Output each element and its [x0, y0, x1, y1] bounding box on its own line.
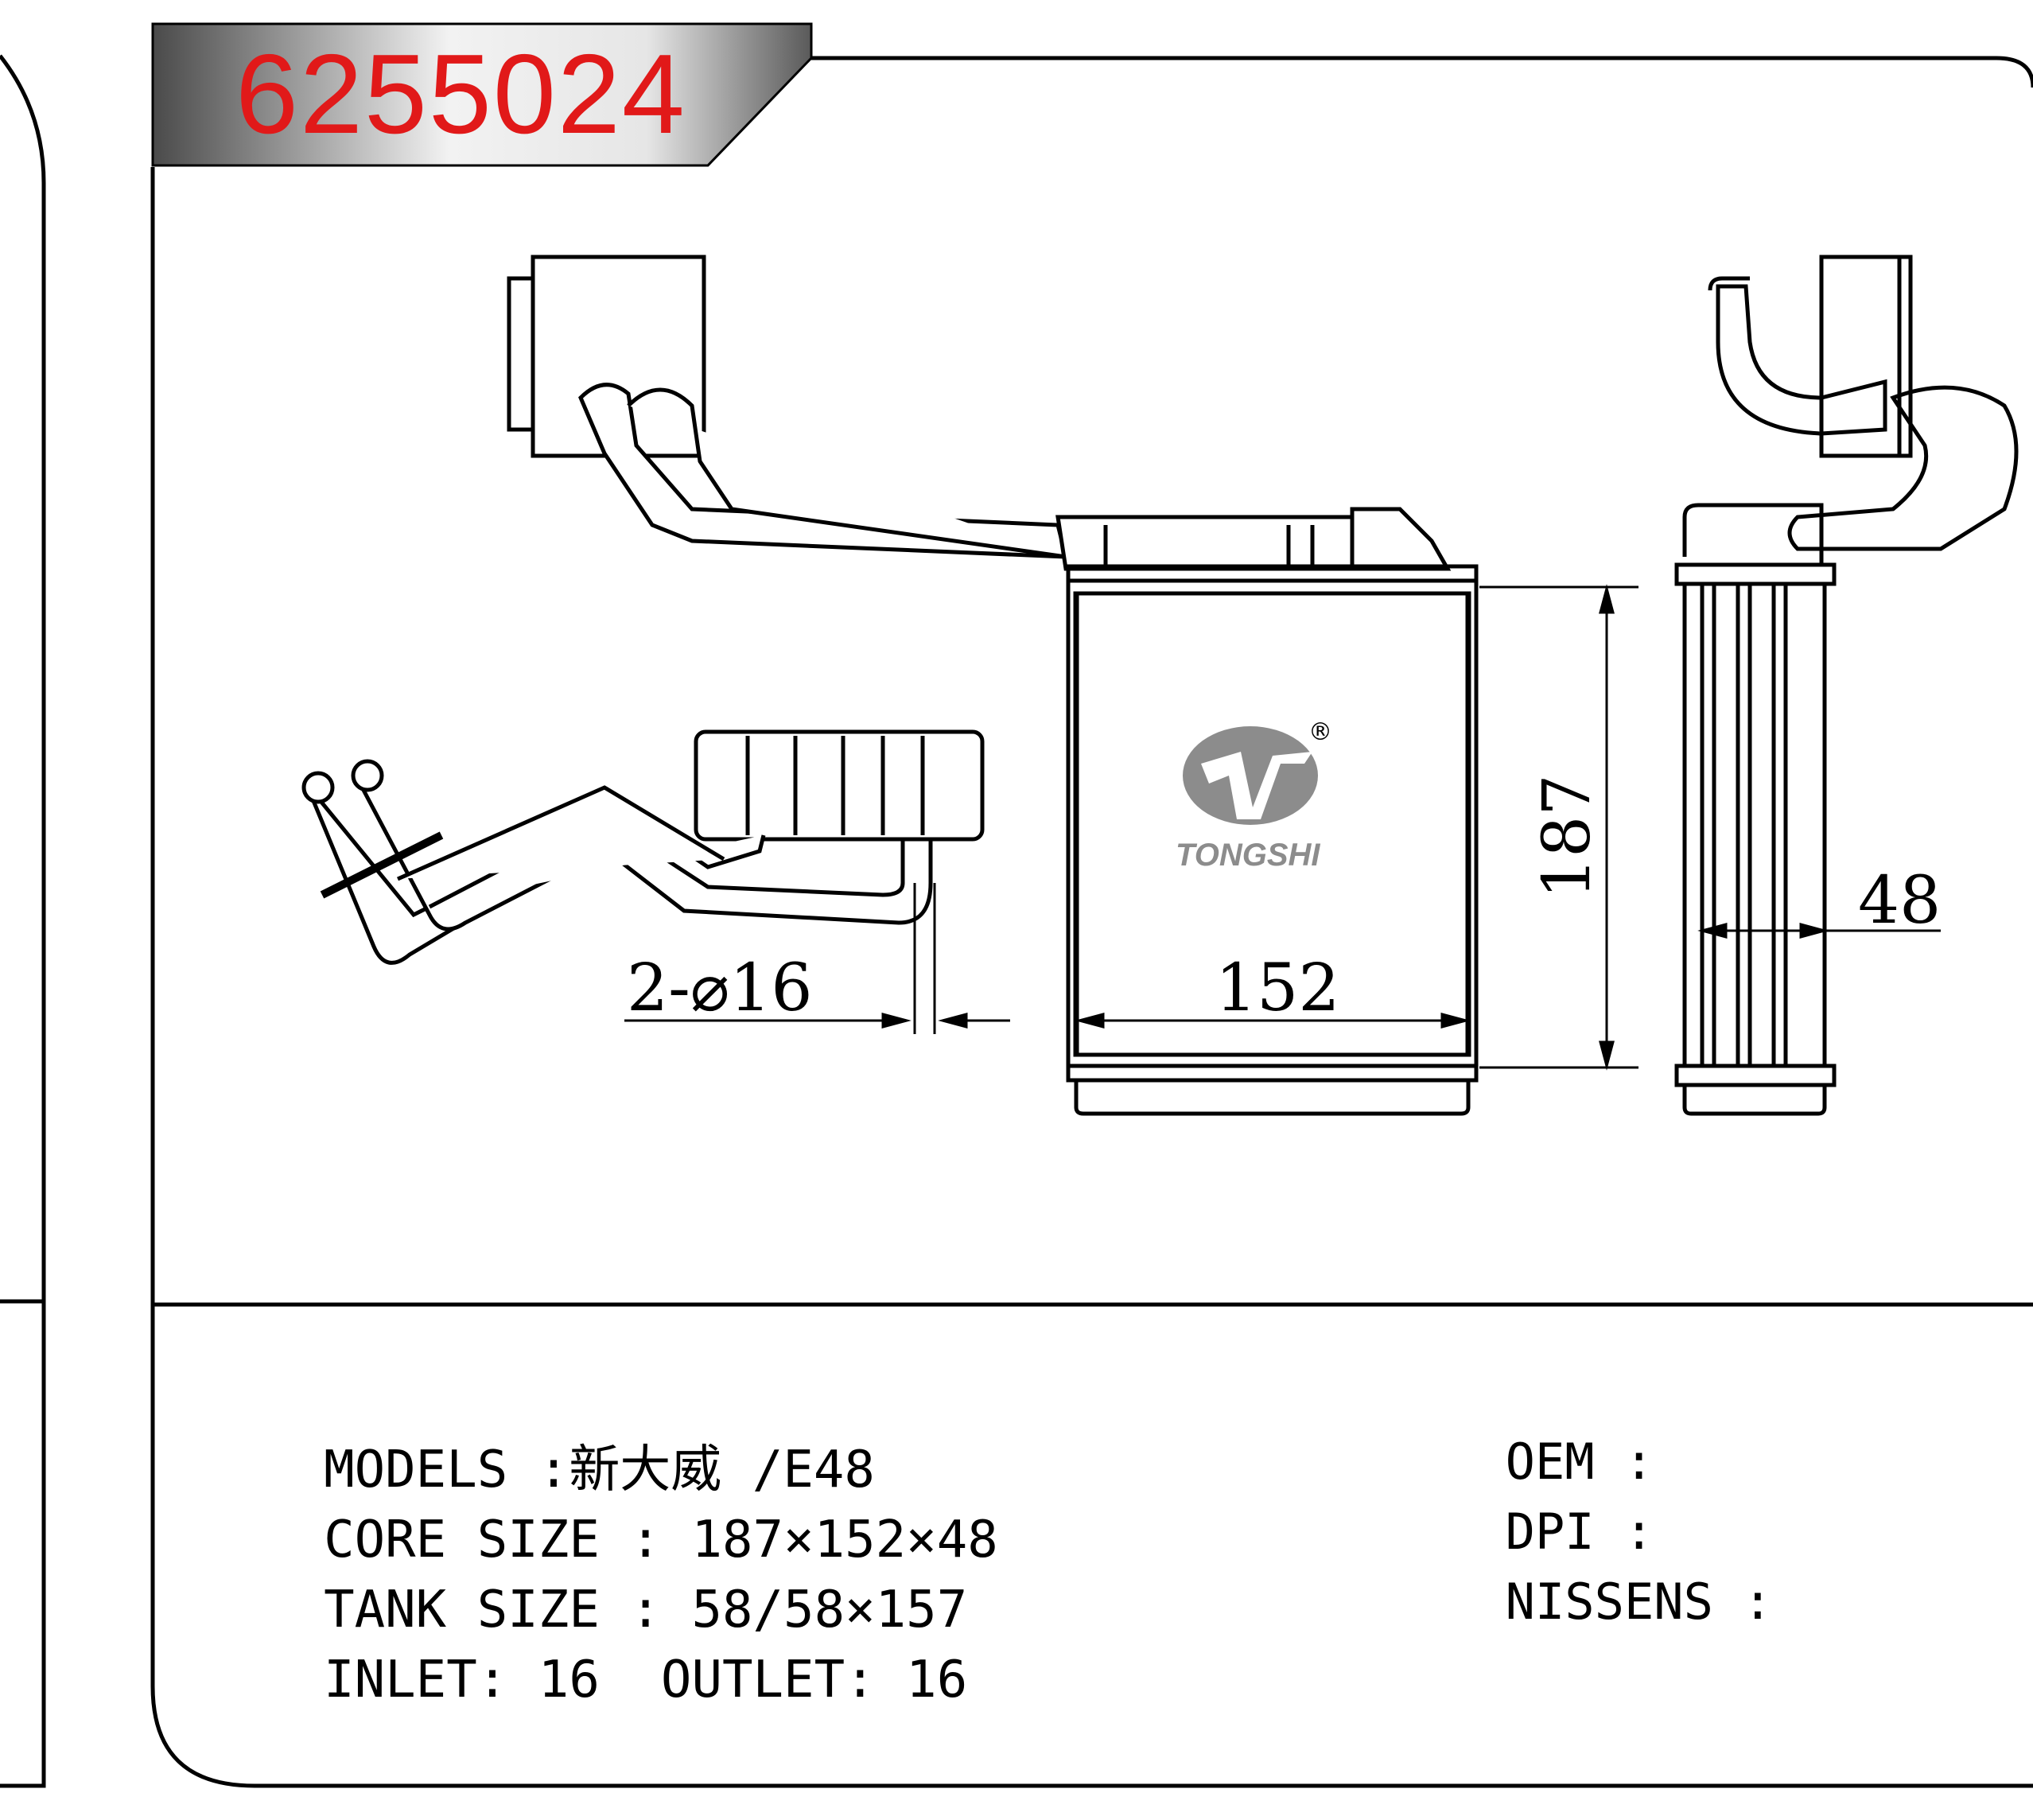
core-side-view — [1674, 255, 2019, 1116]
tank-size-value: 58/58×157 — [691, 1581, 968, 1639]
oem-label: OEM : — [1505, 1433, 1654, 1491]
dimension-lines — [624, 584, 1941, 1071]
title-tab — [151, 22, 813, 167]
dim-height-label: 187 — [1530, 774, 1605, 899]
brand-name: TONGSHI — [1176, 838, 1320, 873]
models-value: 新大威 /E48 — [569, 1441, 875, 1499]
dim-width-label: 152 — [1215, 951, 1340, 1026]
nissens-label: NISSENS : — [1505, 1573, 1773, 1631]
inlet-outlet-line: INLET: 16 OUTLET: 16 — [262, 1604, 967, 1705]
core-front-view — [1066, 564, 1479, 1116]
top-view-pipes — [507, 255, 1452, 571]
dpi-line: DPI : — [1446, 1458, 1654, 1557]
main-frame — [150, 56, 2033, 1788]
tank-size-line: TANK SIZE : 58/58×157 — [262, 1534, 967, 1635]
models-line: MODELS :新大威 /E48 — [262, 1394, 875, 1495]
inlet-label: INLET: — [324, 1651, 538, 1709]
dpi-label: DPI : — [1505, 1503, 1654, 1561]
oem-line: OEM : — [1446, 1388, 1654, 1487]
inlet-value: 16 — [538, 1651, 600, 1709]
tank-size-label: TANK SIZE : — [324, 1581, 692, 1639]
registered-mark: ® — [1308, 718, 1332, 746]
models-label: MODELS : — [324, 1441, 569, 1499]
brand-logo: TONGSHI ® — [1176, 718, 1332, 873]
core-size-value: 187×152×48 — [691, 1511, 998, 1569]
left-partial-frame — [0, 54, 46, 1788]
dim-depth-label: 48 — [1858, 863, 1941, 939]
isometric-view — [301, 729, 985, 965]
outlet-value: 16 — [906, 1651, 968, 1709]
dim-pipe-label: 2-⌀16 — [627, 951, 813, 1026]
outlet-label: OUTLET: — [660, 1651, 907, 1709]
part-number-title: 6255024 — [235, 31, 686, 158]
core-size-label: CORE SIZE : — [324, 1511, 692, 1569]
core-size-line: CORE SIZE : 187×152×48 — [262, 1464, 998, 1565]
nissens-line: NISSENS : — [1446, 1528, 1773, 1627]
